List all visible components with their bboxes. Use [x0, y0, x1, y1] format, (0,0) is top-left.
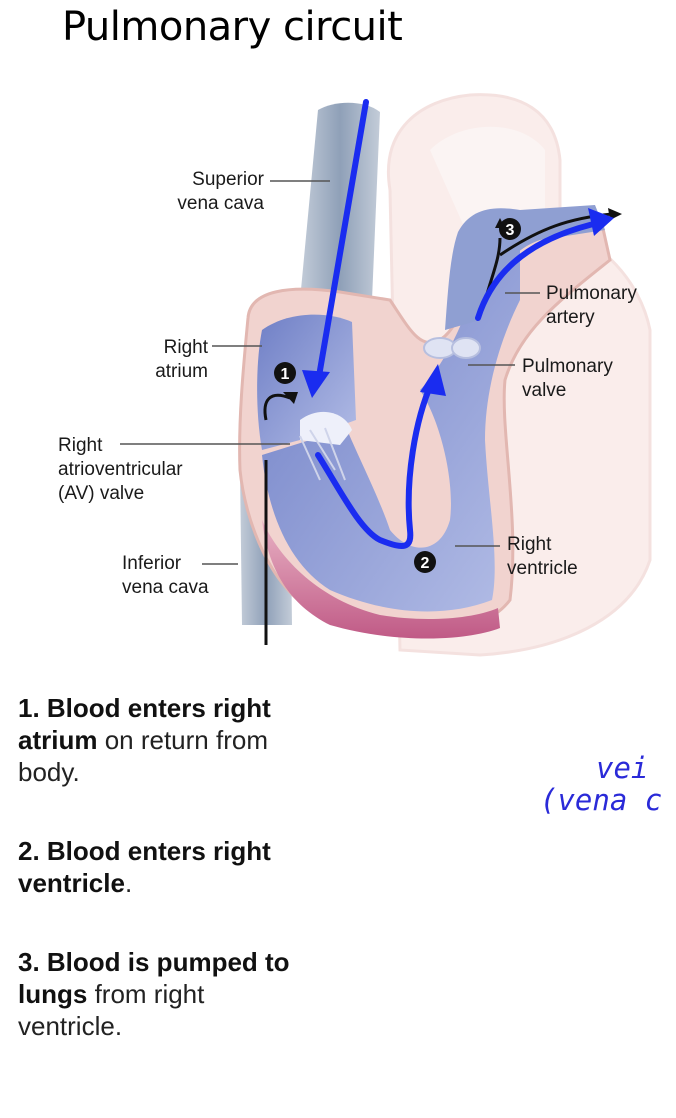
label-pulmonary-valve: Pulmonary valve [522, 355, 613, 403]
flow-arrows [315, 99, 605, 549]
page-title: Pulmonary circuit [62, 4, 403, 50]
label-line: ventricle [507, 558, 578, 579]
label-line: Pulmonary [546, 283, 637, 304]
marker-1: 1 [274, 362, 296, 384]
label-line: (AV) valve [58, 483, 145, 504]
av-valve [299, 411, 352, 481]
label-line: Right [58, 435, 103, 456]
label-pulmonary-artery: Pulmonary artery [546, 282, 637, 330]
step-3-rest: from right ventricle. [18, 979, 205, 1041]
label-right-ventricle: Right ventricle [507, 533, 578, 581]
marker-2: 2 [414, 551, 436, 573]
marker-2-text: 2 [421, 555, 430, 572]
step-1-bold: 1. Blood enters right atrium [18, 693, 271, 755]
step-3-bold: 3. Blood is pumped to lungs [18, 947, 290, 1009]
arrowhead-3 [588, 208, 614, 236]
label-line: Pulmonary [522, 356, 613, 377]
arrowhead-2 [420, 364, 446, 396]
right-ventricle-chamber [262, 235, 520, 612]
handwritten-line-1: vei [596, 752, 649, 785]
label-line: atrioventricular [58, 459, 183, 480]
handwritten-line-2: (vena c [540, 783, 663, 816]
label-superior-vena-cava: Superior vena cava [160, 168, 264, 216]
step-2: 2. Blood enters right ventricle. [18, 835, 288, 899]
marker-1-text: 1 [281, 366, 290, 383]
label-line: Superior [192, 169, 264, 190]
label-line: Right [163, 337, 208, 358]
label-line: atrium [155, 361, 208, 382]
label-line: valve [522, 380, 567, 401]
step-1: 1. Blood enters right atrium on return f… [18, 692, 288, 788]
step-2-rest: . [124, 868, 133, 898]
step-3: 3. Blood is pumped to lungs from right v… [18, 946, 298, 1042]
label-line: vena cava [177, 193, 264, 214]
myocardium [262, 520, 500, 639]
marker-3: 3 [499, 218, 521, 240]
pulmonary-valve [423, 337, 481, 359]
marker-3-text: 3 [506, 222, 515, 239]
label-right-atrium: Right atrium [130, 336, 208, 384]
handwritten-note: vei (vena c [540, 752, 676, 816]
label-line: vena cava [122, 577, 209, 598]
step-1-rest: on return from body. [18, 725, 268, 787]
label-line: Inferior [122, 553, 182, 574]
label-right-av-valve: Right atrioventricular (AV) valve [58, 434, 183, 506]
label-line: Right [507, 534, 552, 555]
label-inferior-vena-cava: Inferior vena cava [122, 552, 209, 600]
leader-lines [120, 180, 540, 565]
step-2-bold: 2. Blood enters right ventricle [18, 836, 271, 898]
arrowhead-1 [302, 370, 330, 398]
label-line: artery [546, 307, 595, 328]
